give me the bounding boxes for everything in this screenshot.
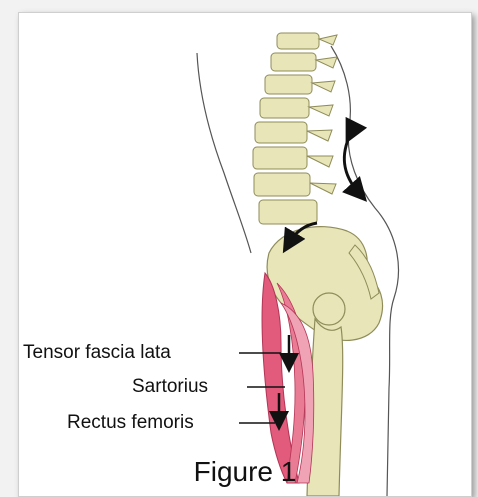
tensor-fascia-lata-label: Tensor fascia lata (23, 342, 171, 364)
front-body-outline (197, 53, 251, 253)
figure-caption: Figure 1 (19, 456, 471, 488)
hip-joint (313, 293, 345, 325)
sartorius-label: Sartorius (132, 376, 208, 398)
rectus-femoris-label: Rectus femoris (67, 412, 194, 434)
lumbar-spine (253, 33, 337, 224)
figure-frame: Tensor fascia lata Sartorius Rectus femo… (18, 12, 472, 497)
